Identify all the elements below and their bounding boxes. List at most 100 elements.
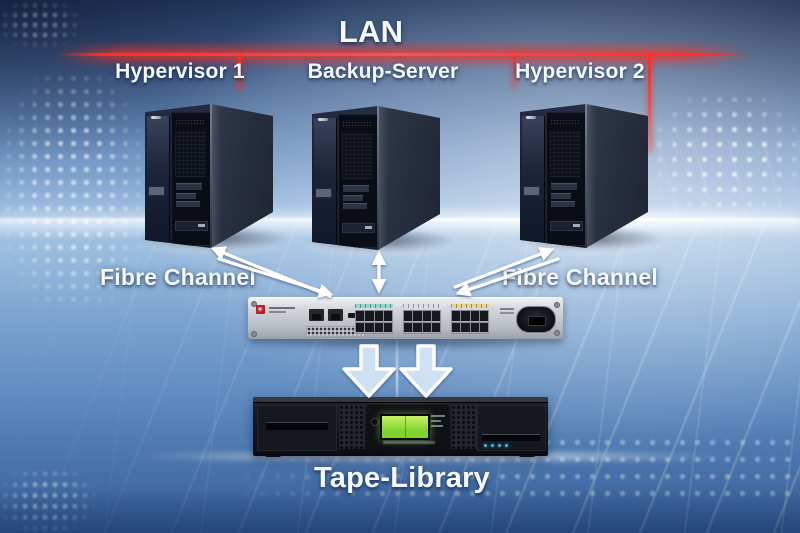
lan-bus-line xyxy=(55,53,748,56)
panel-text-line xyxy=(431,425,443,427)
sfp-port xyxy=(452,311,461,322)
tape-left-magazine xyxy=(257,405,337,451)
magazine-slot xyxy=(266,422,328,430)
drive-slot xyxy=(482,434,540,441)
rack-foot xyxy=(265,453,281,457)
fibre-channel-label-left: Fibre Channel xyxy=(100,264,256,290)
switch-brand-text xyxy=(269,307,295,309)
tape-top-strip xyxy=(253,397,548,403)
sfp-port xyxy=(461,311,470,322)
optical-drive xyxy=(550,221,583,231)
drive-bay xyxy=(551,193,571,199)
drive-bay xyxy=(176,193,196,199)
vent-grille xyxy=(339,405,365,449)
server-bezel-slot xyxy=(523,186,540,196)
drive-bay xyxy=(343,203,367,209)
sfp-port xyxy=(413,322,422,333)
sfp-port xyxy=(374,322,383,333)
screw xyxy=(251,301,257,307)
ethernet-port xyxy=(328,309,343,321)
port-group-label-strip xyxy=(451,304,489,308)
tape-library-label: Tape-Library xyxy=(314,462,490,494)
power-button xyxy=(371,418,379,426)
dot-grid-bottom-left xyxy=(0,468,95,533)
sfp-port xyxy=(356,322,365,333)
screw xyxy=(554,330,560,336)
drive-bay xyxy=(343,195,363,201)
sfp-port xyxy=(404,322,413,333)
fibre-channel-switch xyxy=(248,297,563,339)
server-front-face xyxy=(145,104,211,248)
server-corner-edge xyxy=(585,104,587,248)
dot-grid-top-left xyxy=(0,0,80,48)
sfp-port xyxy=(383,322,392,333)
drive-bay xyxy=(176,201,200,207)
sfp-ports xyxy=(403,310,441,334)
server-bezel xyxy=(522,116,545,242)
server-bezel-slot xyxy=(148,186,165,196)
rack-foot xyxy=(519,453,535,457)
sfp-port-group xyxy=(403,304,441,336)
tape-control-panel xyxy=(367,405,449,449)
vendor-badge-icon xyxy=(151,116,161,119)
led-indicator xyxy=(484,444,487,447)
sfp-port xyxy=(422,322,431,333)
sfp-port xyxy=(404,311,413,322)
server-tower-hypervisor-1 xyxy=(133,86,293,256)
sfp-port xyxy=(461,322,470,333)
switch-model-text xyxy=(269,311,286,313)
server-label-backup-server: Backup-Server xyxy=(307,60,459,83)
vertical-light-streak xyxy=(396,338,398,422)
server-center-panel xyxy=(546,112,586,246)
server-label-hypervisor-1: Hypervisor 1 xyxy=(115,60,245,83)
drive-bay xyxy=(551,201,575,207)
vent-grille xyxy=(175,119,205,126)
led-indicator xyxy=(491,444,494,447)
server-corner-edge xyxy=(210,104,212,248)
power-inlet xyxy=(516,306,556,333)
led-indicator xyxy=(505,444,508,447)
screw xyxy=(554,302,560,308)
switch-port-groups xyxy=(355,304,495,336)
server-bezel xyxy=(147,116,170,242)
server-front-face xyxy=(312,106,378,250)
model-name-text xyxy=(383,441,435,444)
server-front-face xyxy=(520,104,586,248)
optical-drive xyxy=(175,221,208,231)
sfp-port xyxy=(479,311,488,322)
lcd-display xyxy=(380,414,430,440)
switch-shadow xyxy=(240,336,570,350)
serial-port xyxy=(348,313,361,318)
bottom-vignette xyxy=(0,487,800,533)
server-corner-edge xyxy=(377,106,379,250)
server-center-panel xyxy=(338,114,378,248)
fibre-channel-label-right: Fibre Channel xyxy=(502,264,658,290)
sfp-port xyxy=(422,311,431,322)
server-center-panel xyxy=(171,112,211,246)
port-group-label-strip xyxy=(403,304,441,308)
sfp-ports xyxy=(355,310,393,334)
mesh-panel xyxy=(175,131,206,177)
drive-bay xyxy=(343,185,369,192)
server-bezel-slot xyxy=(315,188,332,198)
sfp-port xyxy=(431,322,440,333)
mesh-panel xyxy=(550,131,581,177)
sfp-port xyxy=(431,311,440,322)
mesh-panel xyxy=(342,133,373,179)
lan-drop-line-1 xyxy=(238,55,241,91)
vendor-badge-icon xyxy=(318,118,328,121)
tape-drive-bay xyxy=(477,405,546,451)
status-leds xyxy=(484,444,508,447)
sfp-port xyxy=(383,311,392,322)
tape-library-device xyxy=(253,397,548,457)
power-label-text xyxy=(500,308,514,310)
server-label-hypervisor-2: Hypervisor 2 xyxy=(515,60,645,83)
sfp-port xyxy=(374,311,383,322)
port-group-label-strip xyxy=(355,304,393,308)
sfp-port xyxy=(356,311,365,322)
sfp-port xyxy=(479,322,488,333)
server-bezel xyxy=(314,118,337,244)
sfp-port-group xyxy=(451,304,489,336)
sfp-port-group xyxy=(355,304,393,336)
